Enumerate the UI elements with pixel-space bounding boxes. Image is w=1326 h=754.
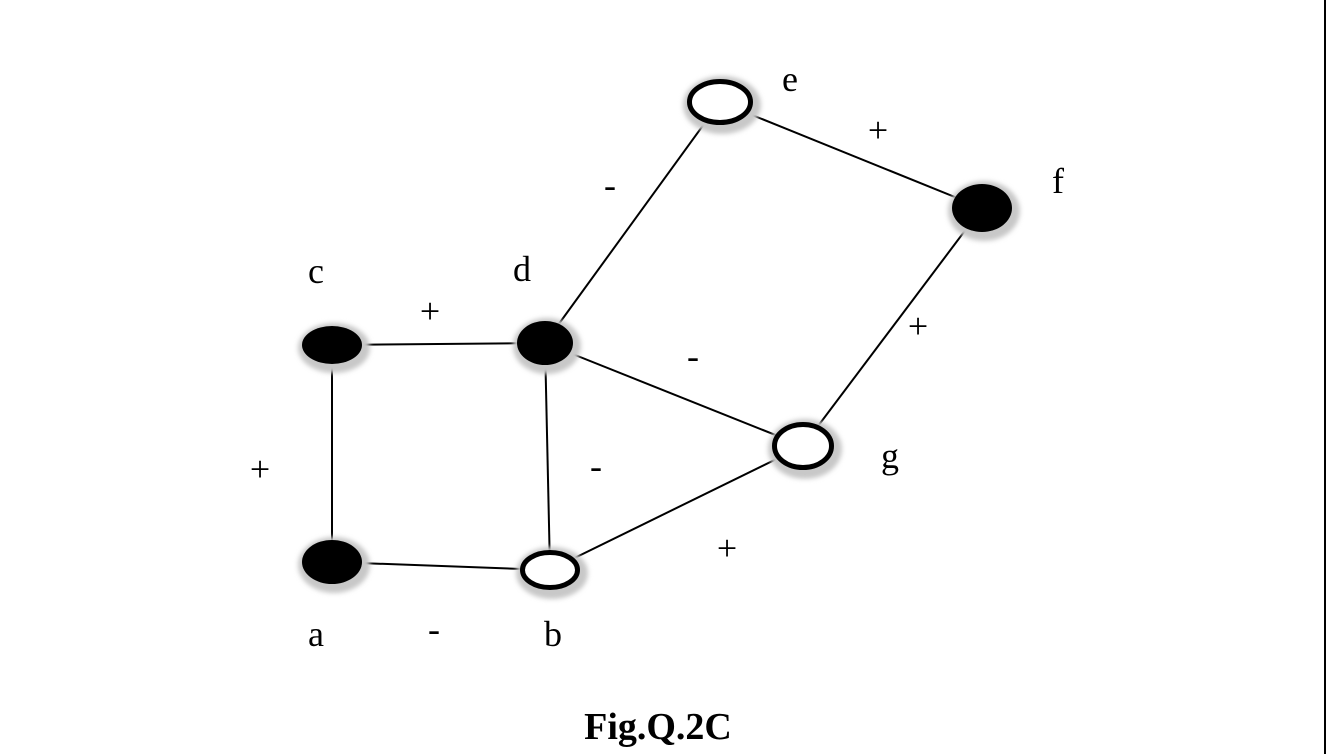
edge-sign-f-g: + xyxy=(908,306,928,346)
edge-sign-b-g: + xyxy=(717,528,737,568)
edge-sign-d-g: - xyxy=(687,336,699,376)
edge-sign-e-f: + xyxy=(868,110,888,150)
signed-graph: a b c d e f g + + - - - - + + + xyxy=(250,59,1064,654)
node-label-f: f xyxy=(1052,161,1064,201)
node-d xyxy=(513,318,581,374)
node-label-b: b xyxy=(544,614,562,654)
node-b xyxy=(516,547,588,599)
edge-sign-a-b: - xyxy=(428,609,440,649)
edge-d-g xyxy=(544,342,804,447)
node-e xyxy=(683,76,761,134)
edge-sign-d-e: - xyxy=(604,165,616,205)
node-c xyxy=(298,323,370,373)
node-label-c: c xyxy=(308,251,324,291)
edge-sign-c-d: + xyxy=(420,291,440,331)
node-label-a: a xyxy=(308,614,324,654)
node-label-d: d xyxy=(513,249,531,289)
node-g xyxy=(768,419,842,479)
node-label-e: e xyxy=(782,59,798,99)
edge-sign-c-a: + xyxy=(250,449,270,489)
edge-d-e xyxy=(544,101,721,344)
node-label-g: g xyxy=(881,436,899,476)
edge-d-b xyxy=(544,342,551,571)
edge-b-g xyxy=(549,445,804,571)
figure-caption: Fig.Q.2C xyxy=(584,706,732,748)
edge-e-f xyxy=(719,101,983,209)
node-f xyxy=(948,181,1020,241)
node-a xyxy=(298,537,370,593)
edge-f-g xyxy=(802,207,983,447)
edge-sign-d-b: - xyxy=(590,446,602,486)
